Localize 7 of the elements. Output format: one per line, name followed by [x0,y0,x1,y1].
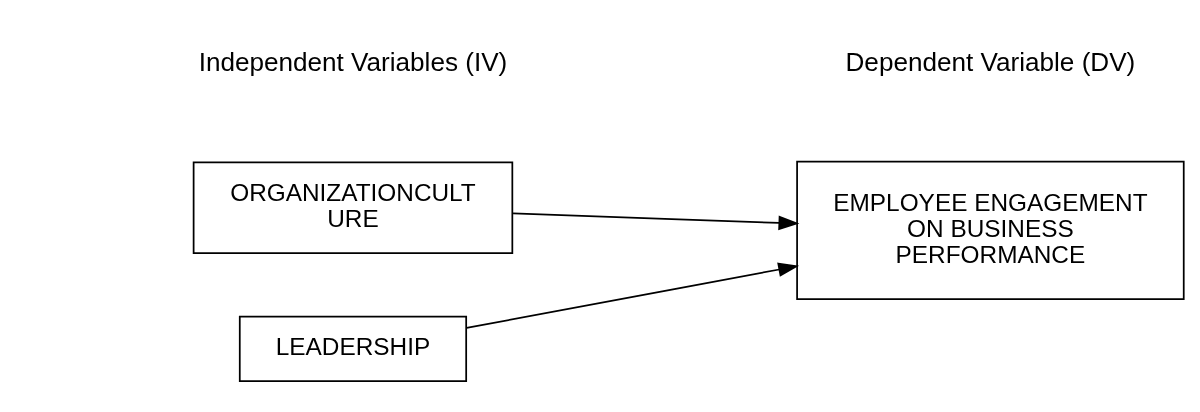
label: Independent Variables (IV) [198,47,508,78]
node-box: ORGANIZATIONCULT URE [192,161,514,254]
arrow [512,212,800,231]
node-box: EMPLOYEE ENGAGEMENT ON BUSINESS PERFORMANCE [796,160,1185,301]
node-box: LEADERSHIP [238,315,468,382]
label: Dependent Variable (DV) [845,47,1136,78]
arrow [465,262,800,329]
